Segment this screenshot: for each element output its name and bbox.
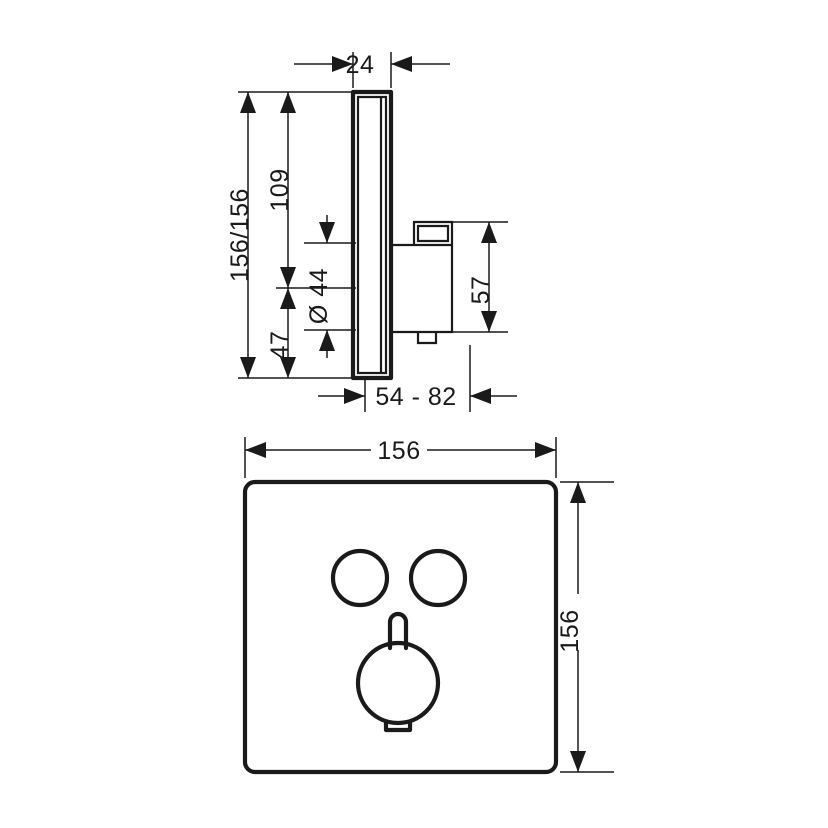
side-plate-outline <box>350 89 394 381</box>
dim-label-height-109: 109 <box>266 168 294 211</box>
dimension-height-156-156: 156/156 <box>226 92 256 378</box>
dimension-width-156: 156 <box>244 437 557 478</box>
arrow-d44-bottom <box>319 330 335 351</box>
arrow-w156-left <box>245 442 266 458</box>
arrow-47-top <box>280 288 296 309</box>
valve-body-bottom-tab <box>416 332 438 345</box>
dimension-height-47: 47 <box>266 288 296 378</box>
arrow-109-bottom <box>280 267 296 288</box>
outlet-button-left[interactable] <box>330 548 390 608</box>
thermostat-knob-pointer <box>387 611 409 631</box>
front-trim-plate-outline <box>242 479 559 775</box>
dimension-depth-24: 24 <box>294 51 450 88</box>
dim-label-width-156: 156 <box>377 437 420 465</box>
dim-label-height-47: 47 <box>266 331 294 360</box>
front-elevation-view: 156 156 <box>242 437 614 775</box>
arrow-47-bottom <box>280 357 296 378</box>
dim-label-depth-57: 57 <box>467 276 495 305</box>
valve-body-top-nub <box>416 224 450 243</box>
arrow-5482-right <box>470 388 491 404</box>
thermostat-knob-detent-tab <box>383 719 413 733</box>
dim-label-height-156-front: 156 <box>556 609 584 652</box>
arrow-5482-left <box>344 388 365 404</box>
dimension-depth-57: 57 <box>452 221 508 333</box>
side-trim-plate <box>350 89 394 381</box>
arrow-57-bottom <box>481 311 497 332</box>
arrow-24-left <box>332 56 353 72</box>
side-elevation-view: 24 156/156 109 <box>226 51 517 412</box>
side-valve-body <box>391 220 454 345</box>
arrow-109-top <box>280 92 296 113</box>
thermostat-knob-ring[interactable] <box>355 640 441 726</box>
arrow-h156-bottom <box>570 751 586 772</box>
dimension-height-109: 109 <box>266 92 296 288</box>
dimension-height-156-front: 156 <box>556 481 614 773</box>
dim-label-depth-24: 24 <box>346 51 375 79</box>
dimension-range-54-82: 54 - 82 <box>318 345 517 412</box>
arrow-w156-right <box>535 442 556 458</box>
outlet-button-right[interactable] <box>408 548 468 608</box>
side-plate-inner-line <box>356 95 388 375</box>
arrow-156-156-bottom <box>240 357 256 378</box>
arrow-d44-top <box>319 222 335 243</box>
valve-body-outline <box>391 220 454 334</box>
dimension-diameter-44: Ø 44 <box>305 215 335 358</box>
arrow-24-right <box>391 56 412 72</box>
dim-label-range-54-82: 54 - 82 <box>375 383 456 411</box>
arrow-156-156-top <box>240 92 256 113</box>
arrow-57-top <box>481 222 497 243</box>
thermostat-knob[interactable] <box>355 611 441 733</box>
dim-label-diameter-44: Ø 44 <box>305 268 333 324</box>
dim-label-height-156-156: 156/156 <box>226 188 254 282</box>
arrow-h156-top <box>570 482 586 503</box>
